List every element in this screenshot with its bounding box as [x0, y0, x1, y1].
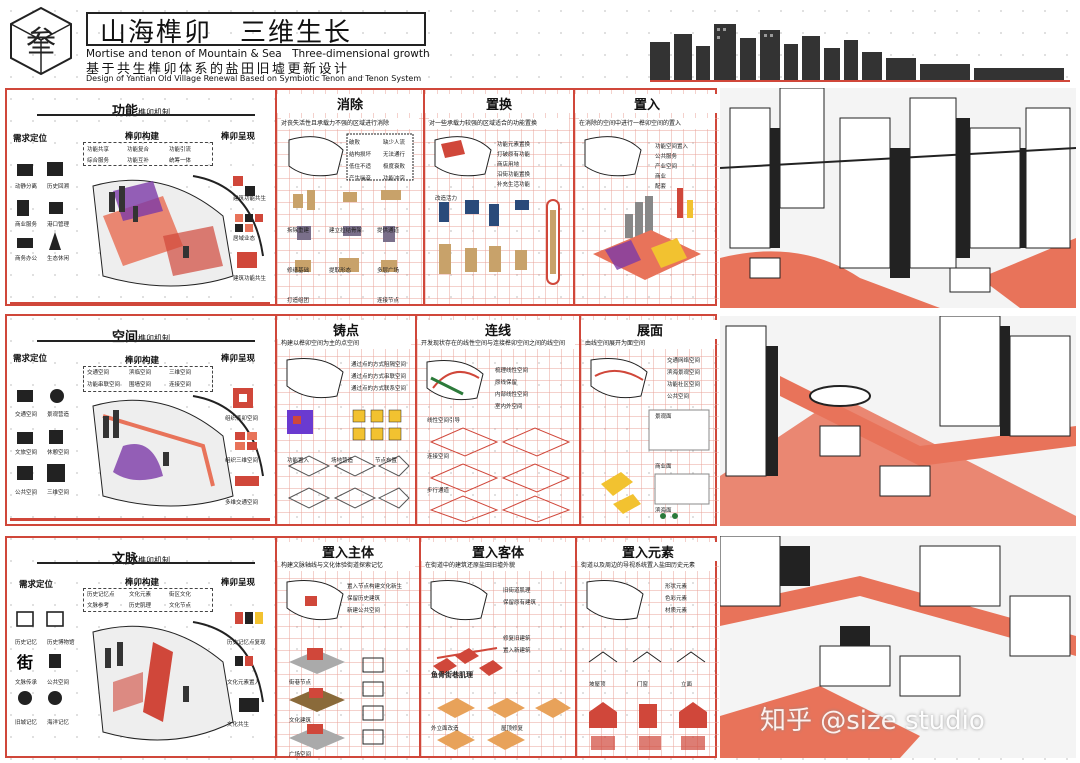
render-space [720, 316, 1076, 526]
title-box [86, 12, 426, 46]
section-title: 功能榫卯机制 [111, 104, 170, 119]
panel-cast-point: 铸点 构建以榫卯空间为主的点空间 通过点的方式阻隔空间 通过点的方式串联空间 通… [277, 316, 417, 524]
svg-text:叁: 叁 [26, 25, 56, 60]
panel-insert-element: 置入元素 街道以及周边的导视系统置入盐田历史元素 形状元素 色彩元素 材质元素 … [577, 538, 719, 756]
page-subtitle-en: Design of Yantian Old Village Renewal Ba… [86, 74, 422, 83]
culture-mechanism: 文脉榫卯机制 需求定位 榫卯构建 榫卯呈现 历史记忆点 文化元素 街区文化 文脉… [7, 538, 277, 756]
skyline-illustration [650, 24, 1070, 82]
section-title: 文脉榫卯机制 [111, 552, 170, 567]
page-title-en: Mortise and tenon of Mountain & Sea Thre… [86, 48, 430, 60]
panel-connect-line: 连线 开发现状存在的线性空间与连接榫卯空间之间的线空间 梳理线性空间 原线保留 … [417, 316, 581, 524]
watermark: 知乎 @size studio [760, 706, 985, 736]
page-title: 山海榫卯 三维生长 [100, 18, 353, 48]
svg-text:街: 街 [16, 653, 33, 672]
function-mechanism: 功能榫卯机制 需求定位 榫卯构建 榫卯呈现 功能共享 功能复合 功能引流 综合服… [7, 90, 277, 304]
panel-insert-subject: 置入主体 构建文脉轴线与文化体验街道探索记忆 置入节点构建文化新生 保留历史建筑… [277, 538, 421, 758]
culture-axonometric-map: 街 [16, 611, 264, 741]
logo-icon: 叁 [10, 6, 72, 76]
space-axonometric-map [17, 388, 264, 507]
panel-insert-object: 置入客体 在街道中的建筑还原盐田旧墟外貌 旧街道肌理 保留原有建筑 修复旧建筑 … [421, 538, 577, 756]
row-function: 功能榫卯机制 需求定位 榫卯构建 榫卯呈现 功能共享 功能复合 功能引流 综合服… [5, 88, 719, 306]
render-culture [720, 536, 1076, 758]
present-icons [233, 176, 263, 268]
section-title: 空间榫卯机制 [111, 330, 170, 345]
panel-replace: 置换 对一些承载力较强的区域适合的功能置换 功能元素置换 打破原有功能 商店用地… [425, 90, 575, 304]
function-axonometric-map [17, 162, 264, 287]
panel-insert: 置入 在消除的空间中进行一榫卯空间的置入 功能空间置入 公共服务 产业空间 商业… [575, 90, 719, 304]
page-subtitle: 基于共生榫卯体系的盐田旧墟更新设计 [86, 62, 350, 77]
row-culture: 文脉榫卯机制 需求定位 榫卯构建 榫卯呈现 历史记忆点 文化元素 街区文化 文脉… [5, 536, 719, 758]
panel-expand-surface: 展面 由线空间展开为面空间 交通网络空间 滨海景观空间 功能社区空间 公共空间 … [581, 316, 719, 524]
row-space: 空间榫卯机制 需求定位 榫卯构建 榫卯呈现 交通空间 滨临空间 三维空间 功能串… [5, 314, 719, 526]
render-function [720, 88, 1076, 308]
demand-icons [17, 162, 63, 250]
space-mechanism: 空间榫卯机制 需求定位 榫卯构建 榫卯呈现 交通空间 滨临空间 三维空间 功能串… [7, 316, 277, 524]
header: 叁 山海榫卯 三维生长 Mortise and tenon of Mountai… [0, 0, 1080, 86]
panel-eliminate: 消除 对丧失活性且承载力不强的区域进行消除 破败 缺少人流 结构损坏 无法通行 … [277, 90, 425, 304]
